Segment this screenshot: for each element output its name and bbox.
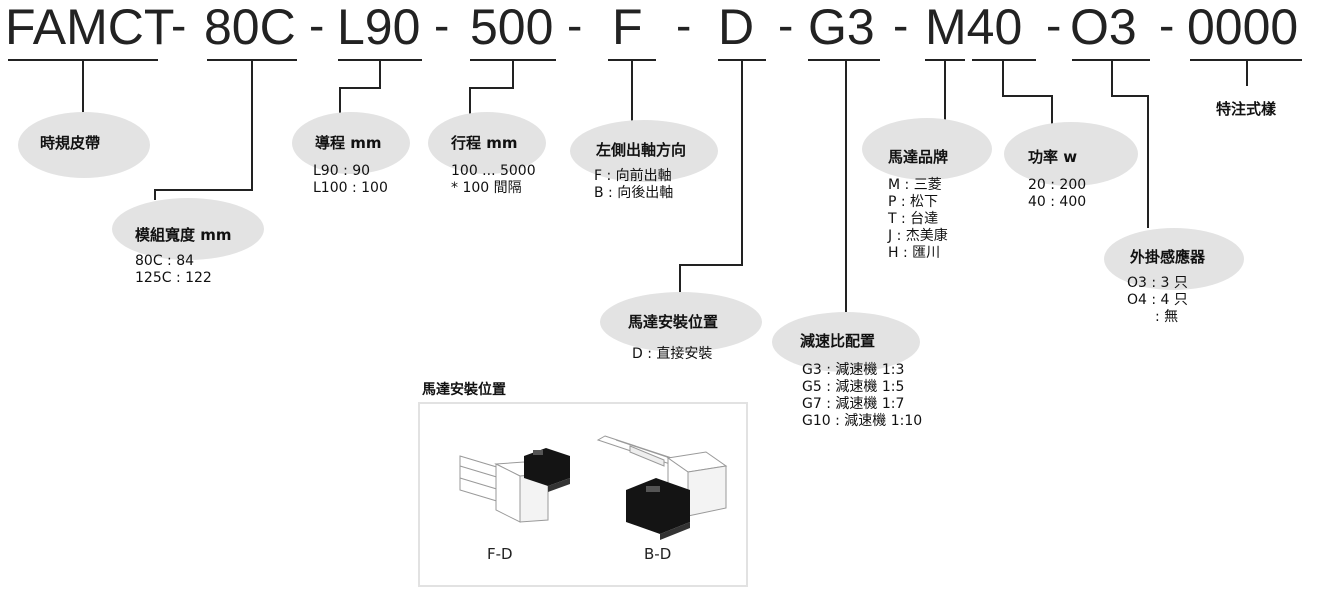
code-separator: -: [893, 0, 909, 51]
brand-value-5: H : 匯川: [888, 245, 941, 261]
fd-motor: [524, 448, 570, 492]
code-part-mount: D: [718, 0, 755, 55]
reducer-bubble: [772, 312, 920, 372]
mount-diagram-illustration: [459, 435, 728, 540]
code-separator: -: [567, 0, 583, 51]
lead-bubble: [292, 112, 410, 174]
power-values: 20 : 200 40 : 400: [1028, 177, 1086, 211]
reducer-value-4: G10 : 減速機 1:10: [802, 413, 923, 429]
reducer-value-1: G3 : 減速機 1:3: [802, 362, 905, 378]
sensor-value-3: : 無: [1155, 309, 1179, 325]
bd-motor: [626, 478, 690, 540]
code-part-width: 80C: [204, 0, 296, 55]
stroke-values: 100 ... 5000 * 100 間隔: [451, 163, 536, 197]
motor-mount-value-1: D : 直接安裝: [632, 346, 713, 362]
brand-title: 馬達品牌: [888, 148, 949, 166]
leader-lead: [339, 60, 381, 118]
width-bubble: [112, 198, 264, 260]
fd-actuator: [459, 455, 550, 523]
brand-bubble: [862, 118, 992, 180]
code-separator: -: [1159, 0, 1175, 51]
brand-value-4: J : 杰美康: [888, 228, 948, 244]
motor-mount-title: 馬達安裝位置: [628, 313, 719, 331]
lead-values: L90 : 90 L100 : 100: [313, 163, 388, 197]
stroke-value-1: 100 ... 5000: [451, 163, 536, 179]
power-value-2: 40 : 400: [1028, 194, 1087, 210]
lead-value-2: L100 : 100: [313, 180, 388, 196]
stroke-title: 行程 mm: [451, 134, 518, 152]
power-value-1: 20 : 200: [1028, 177, 1087, 193]
mount-label-bd: B-D: [644, 545, 672, 563]
code-part-lead: L90: [337, 0, 421, 55]
code-separator: -: [1046, 0, 1062, 51]
sensor-bubble: [1104, 228, 1244, 290]
brand-value-3: T : 台達: [888, 211, 939, 227]
shaft-value-2: B : 向後出軸: [594, 185, 674, 201]
mount-diagram-box: [418, 402, 748, 587]
sensor-value-1: O3 : 3 只: [1127, 275, 1188, 291]
belt-title: 時規皮帶: [40, 134, 101, 152]
mount-label-fd: F-D: [487, 545, 513, 563]
stroke-value-2: * 100 間隔: [451, 180, 522, 196]
reducer-value-2: G5 : 減速機 1:5: [802, 379, 905, 395]
width-values: 80C : 84 125C : 122: [135, 253, 212, 287]
code-part-reducer: G3: [808, 0, 875, 55]
power-title: 功率 w: [1028, 148, 1078, 166]
shaft-values: F : 向前出軸 B : 向後出軸: [594, 168, 673, 202]
lead-title: 導程 mm: [315, 134, 382, 152]
width-value-1: 80C : 84: [135, 253, 195, 269]
leader-power: [1002, 60, 1053, 126]
width-value-2: 125C : 122: [135, 270, 212, 286]
shaft-bubble: [570, 120, 718, 182]
code-part-sensor: O3: [1070, 0, 1137, 55]
brand-value-1: M : 三菱: [888, 177, 942, 193]
code-part-brand-power: M40: [925, 0, 1023, 55]
shaft-title: 左側出軸方向: [596, 141, 687, 159]
reducer-values: G3 : 減速機 1:3 G5 : 減速機 1:5 G7 : 減速機 1:7 G…: [802, 362, 922, 430]
sensor-title: 外掛感應器: [1130, 248, 1206, 266]
shaft-value-1: F : 向前出軸: [594, 168, 672, 184]
reducer-title: 減速比配置: [800, 332, 876, 350]
sensor-values: O3 : 3 只 O4 : 4 只 : 無: [1127, 275, 1188, 326]
code-part-series: FAMCT: [5, 0, 175, 55]
leader-stroke: [469, 60, 514, 118]
leader-mount: [679, 60, 743, 298]
stroke-bubble: [428, 112, 546, 174]
code-part-shaft: F: [612, 0, 643, 55]
leader-width: [154, 60, 253, 200]
belt-bubble: [18, 112, 150, 178]
code-part-special: 0000: [1187, 0, 1299, 55]
leader-sensor: [1111, 60, 1149, 228]
motor-mount-values: D : 直接安裝: [632, 346, 712, 363]
special-label: 特注式樣: [1216, 100, 1277, 118]
mount-diagram-title: 馬達安裝位置: [422, 382, 506, 398]
brand-values: M : 三菱 P : 松下 T : 台達 J : 杰美康 H : 匯川: [888, 177, 948, 262]
brand-value-2: P : 松下: [888, 194, 939, 210]
motor-mount-bubble: [600, 292, 762, 352]
code-separator: -: [676, 0, 692, 51]
code-separator: -: [778, 0, 794, 51]
reducer-value-3: G7 : 減速機 1:7: [802, 396, 905, 412]
code-separator: -: [309, 0, 325, 51]
lead-value-1: L90 : 90: [313, 163, 371, 179]
code-part-stroke: 500: [470, 0, 554, 55]
sensor-value-2: O4 : 4 只: [1127, 292, 1188, 308]
width-title: 模組寬度 mm: [135, 226, 232, 244]
code-separator: -: [171, 0, 187, 51]
power-bubble: [1004, 122, 1138, 186]
code-separator: -: [434, 0, 450, 51]
